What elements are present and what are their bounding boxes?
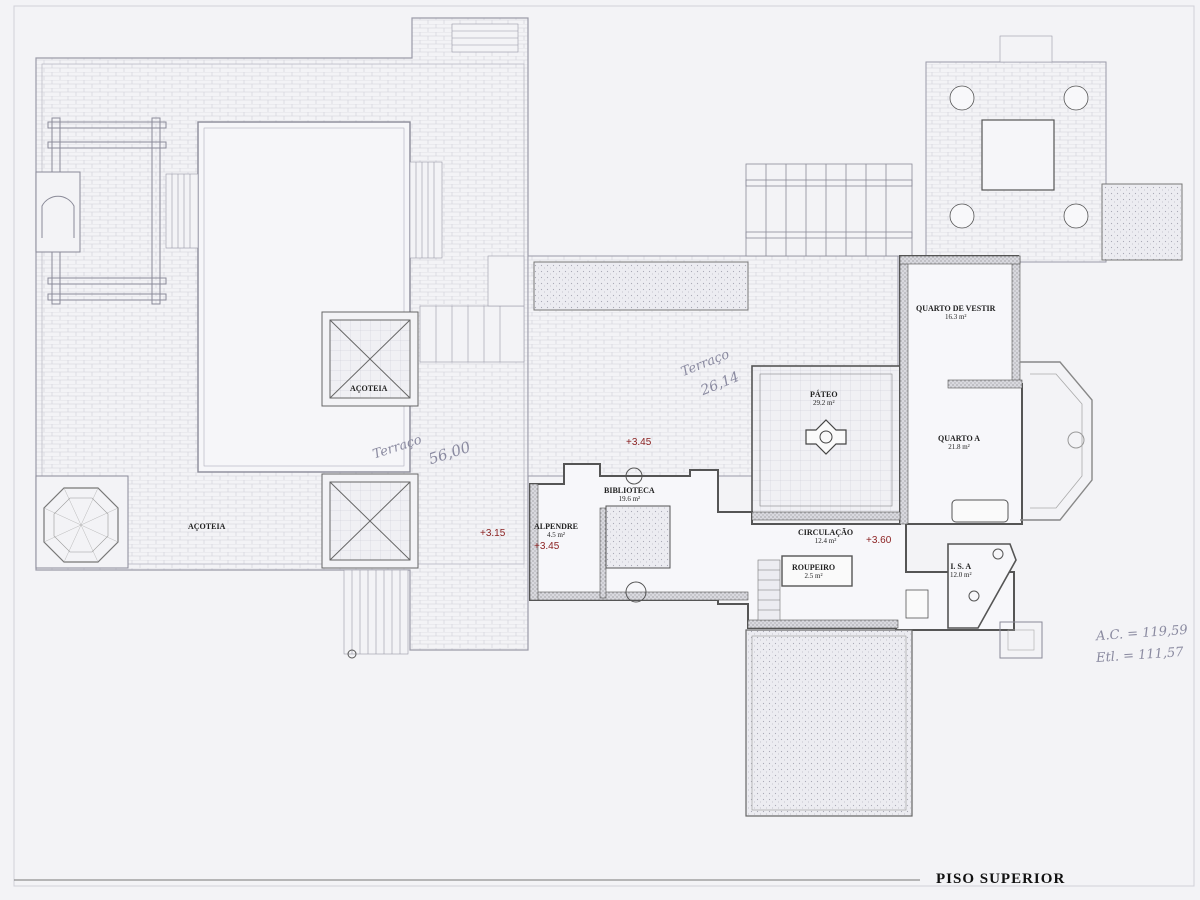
- room-label-quarto-a: QUARTO A 21.8 m²: [938, 434, 980, 451]
- circulacao-area: 12.4 m²: [814, 537, 837, 546]
- quarto-a-area: 21.8 m²: [948, 443, 970, 452]
- biblioteca-area: 19.6 m²: [618, 495, 641, 504]
- room-label-is-a: I. S. A 12.0 m²: [950, 562, 972, 579]
- roupeiro-name: ROUPEIRO: [792, 563, 836, 572]
- room-label-roupeiro: ROUPEIRO 2.5 m²: [792, 563, 835, 580]
- room-label-biblioteca: BIBLIOTECA 19.6 m²: [604, 486, 655, 503]
- level-circulacao: +3.60: [866, 535, 892, 546]
- pateo-name: PÁTEO: [810, 390, 838, 399]
- room-label-alpendre: ALPENDRE 4.5 m²: [534, 522, 578, 539]
- room-label-quarto-vestir: QUARTO DE VESTIR 16.3 m²: [916, 304, 995, 321]
- alpendre-name: ALPENDRE: [534, 522, 579, 531]
- garden-south: [745, 629, 913, 817]
- biblioteca-name: BIBLIOTECA: [604, 486, 655, 495]
- alpendre-area: 4.5 m²: [546, 531, 566, 540]
- level-west: +3.15: [480, 528, 506, 539]
- is-a-area: 12.0 m²: [950, 571, 972, 580]
- roof-hip-south: [321, 473, 419, 569]
- plan-title: PISO SUPERIOR: [936, 871, 1066, 887]
- pateo-area: 29.2 m²: [813, 399, 835, 408]
- level-alpendre: +3.45: [534, 541, 560, 552]
- bathroom-walls: [947, 543, 1017, 629]
- circulacao-name: CIRCULAÇÃO: [798, 528, 854, 537]
- room-label-circulacao: CIRCULAÇÃO 12.4 m²: [798, 528, 853, 545]
- room-label-acoteia-south: AÇOTEIA: [188, 522, 226, 531]
- quarto-vestir-area: 16.3 m²: [944, 313, 967, 322]
- roof-hip-north: [321, 311, 419, 407]
- quarto-vestir-name: QUARTO DE VESTIR: [916, 304, 996, 313]
- room-label-pateo: PÁTEO 29.2 m²: [810, 390, 838, 407]
- planter-north: [533, 261, 749, 311]
- quarto-a-name: QUARTO A: [938, 434, 981, 443]
- roupeiro-area: 2.5 m²: [804, 572, 823, 581]
- fountain: [805, 419, 847, 455]
- is-a-name: I. S. A: [950, 562, 972, 571]
- level-biblioteca: +3.45: [626, 437, 652, 448]
- pool: [197, 121, 411, 473]
- room-label-acoteia-north: AÇOTEIA: [350, 384, 388, 393]
